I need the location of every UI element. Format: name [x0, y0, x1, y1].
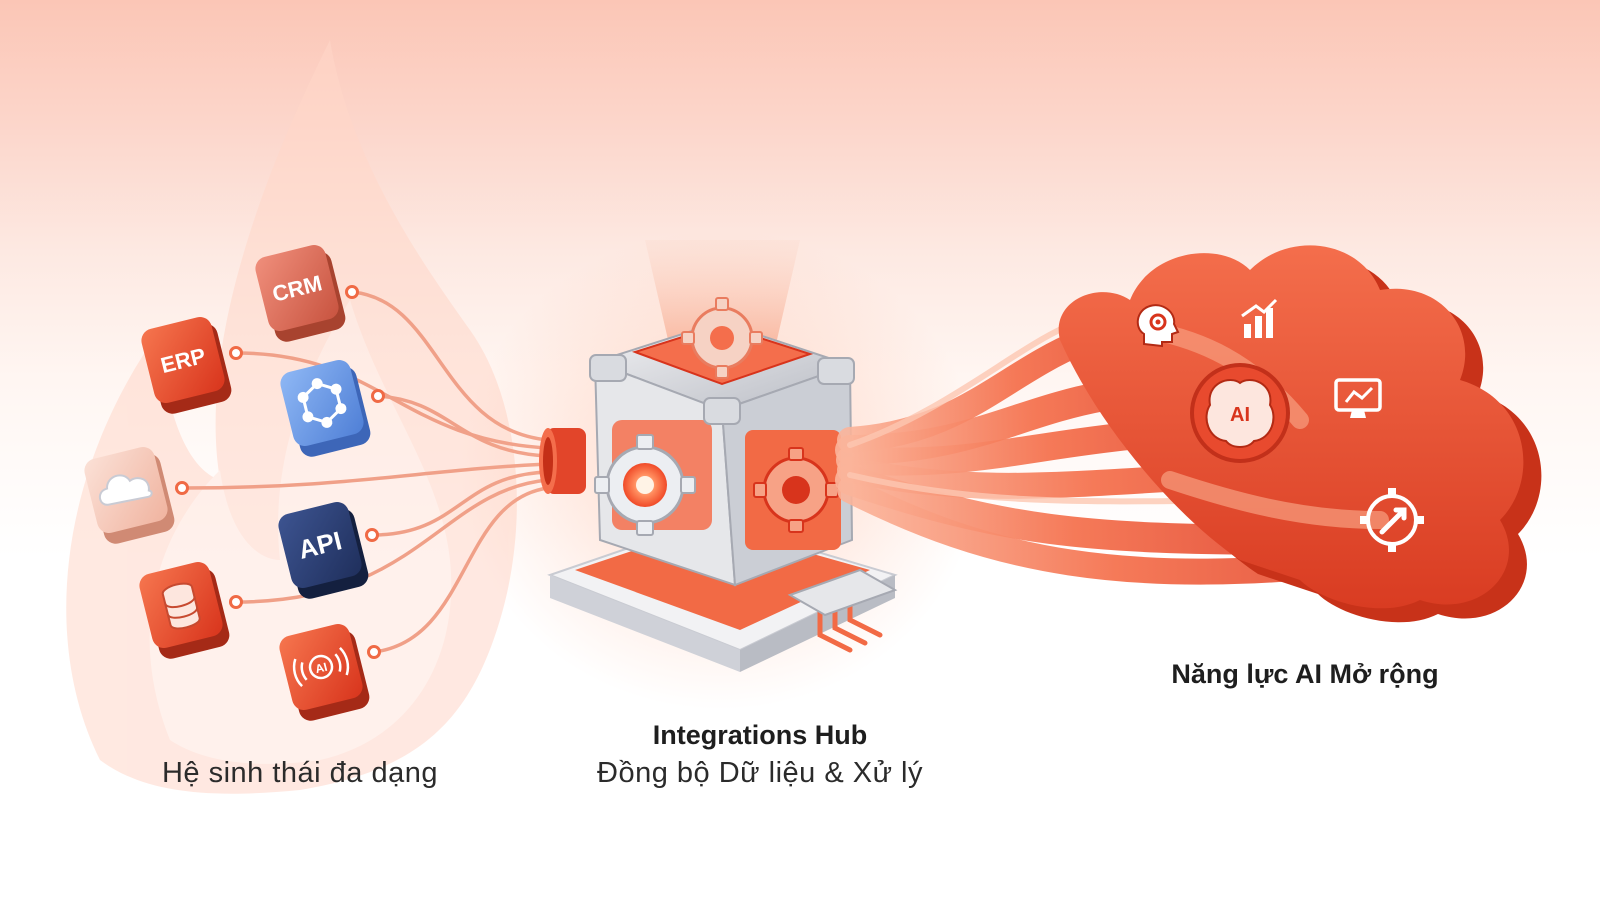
database-tile: [139, 561, 230, 659]
top-gear-icon: [681, 297, 763, 379]
bar-chart-icon: [1241, 298, 1278, 338]
source-connector-dots: [175, 285, 385, 659]
hub-subtitle: Đồng bộ Dữ liệu & Xử lý: [597, 757, 923, 789]
crm-tile: CRM: [255, 244, 346, 342]
ai-signal-icon: AI: [292, 646, 350, 688]
brain-gear-icon: [1136, 304, 1180, 348]
monitor-chart-icon: [1334, 378, 1382, 418]
ai-brain-icon: AI: [1190, 363, 1290, 463]
integrations-hub: [460, 230, 980, 710]
svg-text:AI: AI: [1230, 404, 1250, 426]
ai-signal-tile: AI: [279, 623, 370, 721]
database-icon: [161, 582, 201, 630]
network-tile: [280, 359, 371, 457]
right-gear-icon: [753, 447, 839, 533]
api-tile: API: [278, 501, 369, 599]
ecosystem-caption: Hệ sinh thái đa dạng: [161, 757, 439, 789]
ai-capability-caption: Năng lực AI Mở rộng: [1171, 659, 1439, 689]
cloud-tile: [84, 446, 175, 544]
network-nodes-icon: [297, 378, 347, 428]
svg-text:AI: AI: [314, 660, 329, 676]
gear-cube-icon: [594, 434, 696, 536]
hub-title: Integrations Hub: [652, 720, 868, 750]
ai-cloud: AI: [1058, 245, 1542, 623]
wrench-gear-icon: [1360, 488, 1424, 552]
hub-input-port: [539, 428, 586, 494]
cloud-icon: [99, 474, 153, 506]
erp-tile: ERP: [141, 316, 232, 414]
